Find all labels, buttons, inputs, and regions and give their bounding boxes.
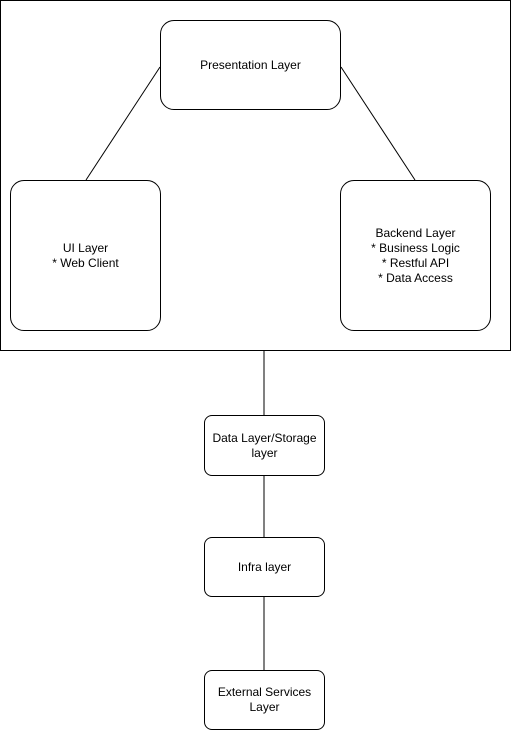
data-storage-layer-label-line1: Data Layer/Storage: [212, 430, 317, 445]
ui-layer-label: UI Layer: [62, 240, 109, 255]
data-storage-layer-box: Data Layer/Storage layer: [204, 415, 325, 476]
presentation-layer-box: Presentation Layer: [160, 20, 341, 110]
external-services-layer-label-line2: Layer: [249, 700, 280, 714]
infra-layer-label: Infra layer: [237, 559, 292, 574]
backend-layer-item-business-logic: * Business Logic: [371, 240, 460, 255]
presentation-layer-label: Presentation Layer: [200, 57, 301, 72]
connector-presentation-backend: [340, 66, 416, 181]
data-storage-layer-label-line2: layer: [251, 445, 278, 460]
connector-presentation-ui: [85, 66, 161, 181]
ui-layer-box: UI Layer * Web Client: [10, 180, 161, 331]
backend-layer-item-data-access: * Data Access: [378, 270, 453, 285]
backend-layer-label: Backend Layer: [375, 225, 456, 240]
ui-layer-item-web-client: * Web Client: [52, 255, 119, 270]
backend-layer-box: Backend Layer * Business Logic * Restful…: [340, 180, 491, 331]
infra-layer-box: Infra layer: [204, 537, 325, 597]
backend-layer-item-restful-api: * Restful API: [381, 255, 450, 270]
external-services-layer-box: External Services Layer: [204, 670, 325, 730]
external-services-layer-label-line1: External Services: [217, 685, 312, 699]
